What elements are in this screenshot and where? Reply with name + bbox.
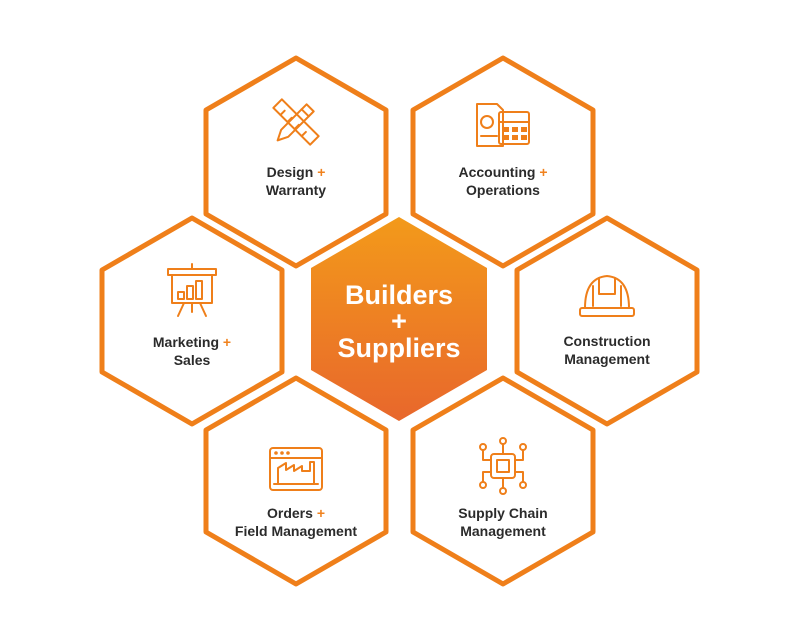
center-hexagon: Builders + Suppliers	[311, 217, 487, 421]
calculator-report-icon	[476, 103, 530, 147]
hex-label-line1: Orders	[267, 505, 313, 521]
svg-text:Marketing +: Marketing +	[153, 334, 231, 350]
hex-label-line2: Operations	[466, 182, 540, 198]
hex-accounting-operations: Accounting + Operations	[410, 55, 596, 269]
pencil-ruler-icon	[272, 98, 320, 146]
plus-sign: +	[317, 505, 325, 521]
hex-label-line1: Supply Chain	[458, 505, 547, 521]
presentation-chart-icon	[167, 263, 217, 317]
hex-design-warranty: Design + Warranty	[203, 55, 389, 269]
plus-sign: +	[317, 164, 325, 180]
hex-orders-field-management: Orders + Field Management	[203, 375, 389, 587]
hex-construction-management: Construction Management	[514, 215, 700, 427]
svg-text:Orders +: Orders +	[267, 505, 325, 521]
hex-label-line2: Field Management	[235, 523, 357, 539]
plus-sign: +	[539, 164, 547, 180]
hex-supply-chain-management: Supply Chain Management	[410, 375, 596, 587]
center-title-line1: Builders	[345, 280, 453, 310]
svg-text:Accounting +: Accounting +	[458, 164, 547, 180]
hex-label-line1: Marketing	[153, 334, 219, 350]
plus-sign: +	[223, 334, 231, 350]
browser-factory-icon	[269, 447, 323, 491]
hex-marketing-sales: Marketing + Sales	[99, 215, 285, 427]
hard-hat-icon	[579, 275, 635, 317]
hex-label-line2: Warranty	[266, 182, 326, 198]
center-title-plus: +	[391, 306, 407, 336]
hex-label-line2: Sales	[174, 352, 211, 368]
svg-text:Design +: Design +	[267, 164, 326, 180]
hex-label-line2: Management	[564, 351, 650, 367]
center-title-line2: Suppliers	[337, 333, 460, 363]
hex-label-line1: Design	[267, 164, 314, 180]
hex-label-line1: Construction	[563, 333, 650, 349]
hex-label-line2: Management	[460, 523, 546, 539]
hex-label-line1: Accounting	[458, 164, 535, 180]
chip-network-icon	[479, 437, 527, 495]
